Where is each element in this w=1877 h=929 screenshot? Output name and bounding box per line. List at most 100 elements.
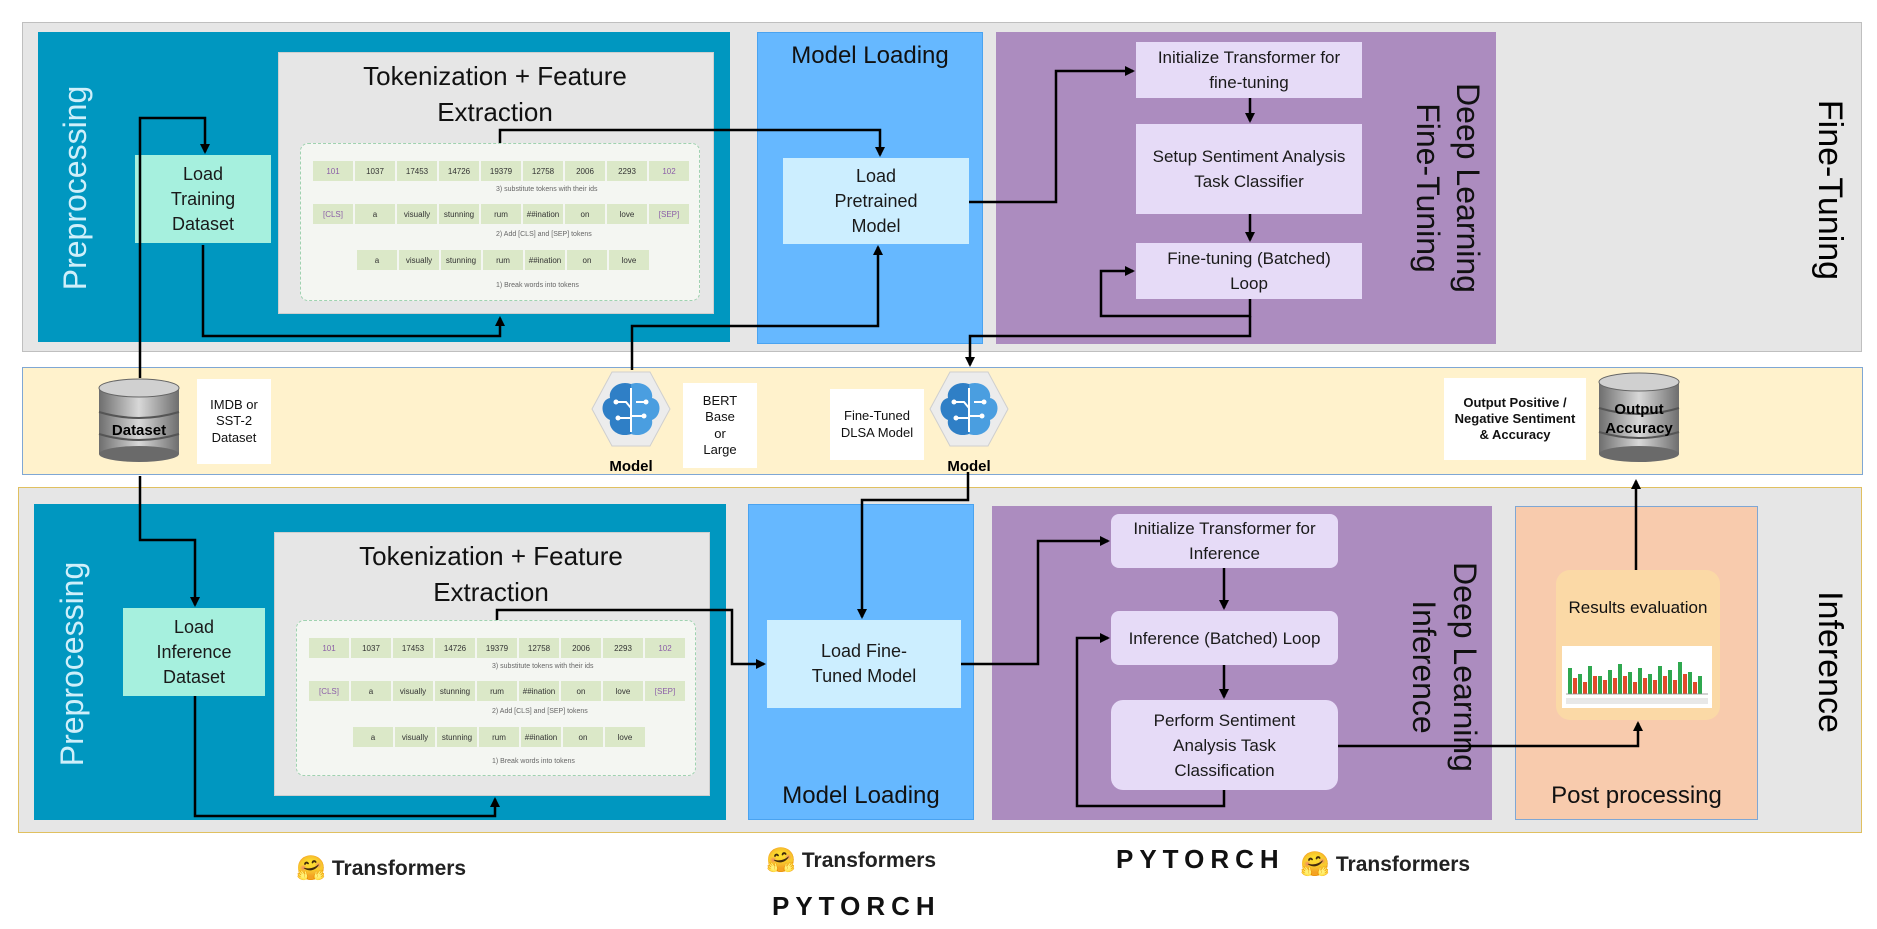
ft-setup-classifier-box: Setup Sentiment Analysis Task Classifier (1136, 124, 1362, 214)
dataset-db-icon (98, 378, 180, 462)
inf-classification-box: Perform Sentiment Analysis Task Classifi… (1111, 700, 1338, 790)
ft-id-1: 1037 (355, 161, 395, 181)
ft-tok-2: stunning (441, 250, 481, 270)
inf-tok-sep: [SEP] (645, 681, 685, 701)
model-brain-icon-1 (591, 371, 671, 447)
ft-tok-cls: [CLS] (313, 204, 353, 224)
ft-id-4: 19379 (481, 161, 521, 181)
ft-id-7: 2293 (607, 161, 647, 181)
inf-model-loading-label: Model Loading (782, 782, 940, 809)
ft-tok-0: a (357, 250, 397, 270)
inf-tok-s1: a (351, 681, 391, 701)
ft-id-0: 101 (313, 161, 353, 181)
ft-token-figure: 101 1037 17453 14726 19379 12758 2006 22… (300, 143, 700, 301)
hugging-face-icon: 🤗 (296, 855, 326, 882)
load-finetuned-model-box: Load Fine-Tuned Model (767, 620, 961, 708)
inf-id-4: 19379 (477, 638, 517, 658)
post-processing-label: Post processing (1551, 782, 1722, 809)
inf-id-2: 17453 (393, 638, 433, 658)
ft-step1-text: 1) Break words into tokens (496, 282, 579, 289)
inf-token-figure: 101 1037 17453 14726 19379 12758 2006 22… (296, 620, 696, 776)
ft-id-2: 17453 (397, 161, 437, 181)
pytorch-logo-text-1: PYTORCH (772, 890, 941, 921)
transformers-logo-text-3: Transformers (1335, 853, 1471, 876)
inf-tok-2: stunning (437, 727, 477, 747)
load-pretrained-model-box: Load Pretrained Model (783, 158, 969, 244)
ft-step3-text: 3) substitute tokens with their ids (496, 186, 598, 193)
dataset-note: IMDB or SST-2 Dataset (197, 379, 271, 464)
transformers-logo-1: 🤗 Transformers (296, 854, 466, 884)
ft-tok-1: visually (399, 250, 439, 270)
ft-tok-3: rum (483, 250, 523, 270)
ft-tok-s3: stunning (439, 204, 479, 224)
hugging-face-icon: 🤗 (1300, 851, 1330, 878)
ft-tokenization-title: Tokenization + Feature Extraction (363, 61, 627, 127)
ft-tok-s5: ##ination (523, 204, 563, 224)
ft-tok-sep: [SEP] (649, 204, 689, 224)
inf-id-5: 12758 (519, 638, 559, 658)
finetuned-model-note: Fine-Tuned DLSA Model (830, 389, 924, 460)
ft-id-6: 2006 (565, 161, 605, 181)
bert-note: BERT Base or Large (683, 383, 757, 468)
inf-tok-6: love (605, 727, 645, 747)
transformers-logo-3: 🤗 Transformers (1300, 850, 1470, 880)
dataset-db-label: Dataset (111, 421, 167, 439)
inf-tok-s3: stunning (435, 681, 475, 701)
pytorch-logo-2: PYTORCH (1116, 843, 1285, 875)
transformers-logo-text-1: Transformers (331, 857, 467, 880)
output-note: Output Positive / Negative Sentiment & A… (1444, 378, 1586, 460)
inf-inference-loop-box: Inference (Batched) Loop (1111, 611, 1338, 665)
ft-tok-4: ##ination (525, 250, 565, 270)
ft-tok-s4: rum (481, 204, 521, 224)
inf-step1-text: 1) Break words into tokens (492, 758, 575, 765)
ft-step2-text: 2) Add [CLS] and [SEP] tokens (496, 231, 592, 238)
inf-tok-5: on (563, 727, 603, 747)
ft-tok-s6: on (565, 204, 605, 224)
inf-tokenization-title: Tokenization + Feature Extraction (359, 541, 623, 607)
load-inference-dataset-box: Load Inference Dataset (123, 608, 265, 696)
inf-step3-text: 3) substitute tokens with their ids (492, 663, 594, 670)
inf-tok-s7: love (603, 681, 643, 701)
ft-tok-5: on (567, 250, 607, 270)
model-brain-icon-2 (929, 371, 1009, 447)
inf-id-8: 102 (645, 638, 685, 658)
ft-id-3: 14726 (439, 161, 479, 181)
inf-tok-cls: [CLS] (309, 681, 349, 701)
results-thumbnail-chart (1562, 646, 1712, 708)
inf-tok-s6: on (561, 681, 601, 701)
output-db-label: Output Accuracy (1605, 401, 1673, 437)
inf-id-1: 1037 (351, 638, 391, 658)
transformers-logo-text-2: Transformers (801, 849, 937, 872)
ft-finetuning-loop-box: Fine-tuning (Batched) Loop (1136, 243, 1362, 299)
ft-tok-6: love (609, 250, 649, 270)
model-label-1: Model (609, 457, 653, 475)
results-evaluation-label: Results evaluation (1568, 597, 1708, 617)
ft-id-5: 12758 (523, 161, 563, 181)
inf-tok-1: visually (395, 727, 435, 747)
inf-tok-s5: ##ination (519, 681, 559, 701)
inf-id-6: 2006 (561, 638, 601, 658)
model-label-2: Model (947, 457, 991, 475)
inf-id-3: 14726 (435, 638, 475, 658)
ft-id-8: 102 (649, 161, 689, 181)
inf-tok-s2: visually (393, 681, 433, 701)
inf-init-transformer-box: Initialize Transformer for Inference (1111, 514, 1338, 568)
inf-id-0: 101 (309, 638, 349, 658)
hugging-face-icon: 🤗 (766, 847, 796, 874)
inf-tok-4: ##ination (521, 727, 561, 747)
inf-tok-s4: rum (477, 681, 517, 701)
load-training-dataset-box: Load Training Dataset (135, 155, 271, 243)
ft-model-loading-label: Model Loading (791, 42, 949, 69)
ft-tok-s2: visually (397, 204, 437, 224)
inf-id-7: 2293 (603, 638, 643, 658)
inf-step2-text: 2) Add [CLS] and [SEP] tokens (492, 708, 588, 715)
inf-tok-3: rum (479, 727, 519, 747)
transformers-logo-2: 🤗 Transformers (766, 846, 936, 876)
ft-tok-s1: a (355, 204, 395, 224)
ft-tok-s7: love (607, 204, 647, 224)
pytorch-logo-1: PYTORCH (772, 890, 941, 922)
ft-init-transformer-box: Initialize Transformer for fine-tuning (1136, 42, 1362, 98)
pytorch-logo-text-2: PYTORCH (1116, 843, 1285, 874)
output-db-icon (1598, 372, 1680, 462)
